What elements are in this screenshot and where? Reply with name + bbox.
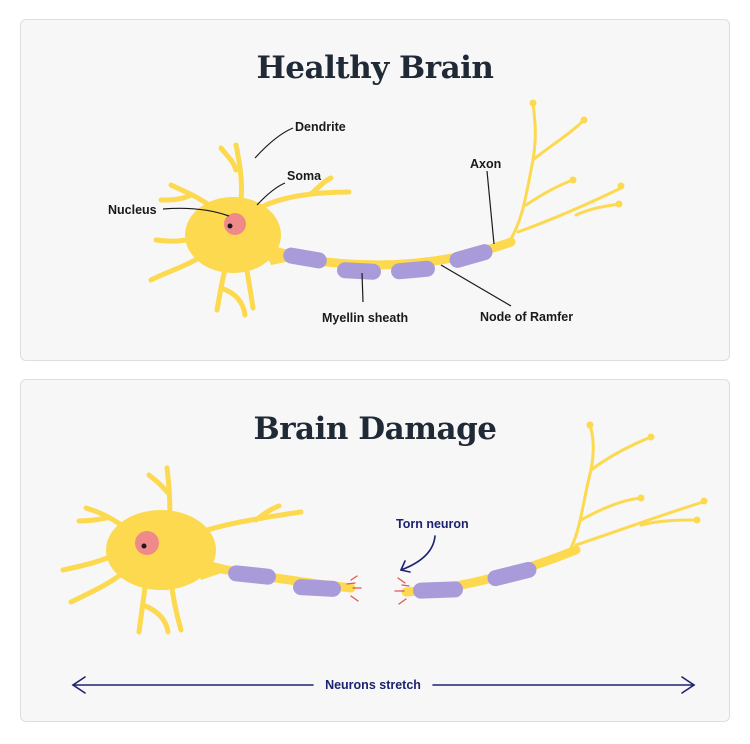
nucleus: [135, 531, 159, 555]
myelin-segment: [337, 262, 381, 280]
myelin-segment: [449, 244, 493, 268]
neuron-left-fragment: [60, 465, 362, 635]
tear-right: [394, 577, 410, 605]
myelin-segment: [391, 260, 435, 280]
healthy-brain-panel: Healthy Brain: [20, 19, 730, 361]
myelin-segment: [413, 581, 463, 599]
healthy-neuron-diagram: Dendrite Soma Nucleus Axon Myellin sheat…: [108, 99, 625, 325]
stretch-arrow: [71, 676, 696, 694]
axon-terminal-buttons: [529, 99, 625, 208]
tear-left: [346, 575, 362, 602]
label-dendrite: Dendrite: [295, 120, 346, 134]
label-torn-neuron: Torn neuron: [396, 517, 469, 531]
brain-damage-panel: Brain Damage: [20, 379, 730, 722]
soma-cell-body: [148, 142, 352, 318]
myelin-segment: [283, 247, 327, 269]
label-soma: Soma: [287, 169, 322, 183]
myelin-segment: [293, 579, 341, 597]
label-nucleus: Nucleus: [108, 203, 157, 217]
myelin-sheaths: [283, 244, 493, 280]
leader-lines: [162, 127, 512, 307]
myelin-segment: [487, 561, 537, 587]
axon-terminals: [507, 101, 623, 244]
myelin-segment: [228, 565, 276, 585]
label-myelin-sheath: Myellin sheath: [322, 311, 408, 325]
label-axon: Axon: [470, 157, 501, 171]
label-node-of-ramfer: Node of Ramfer: [480, 310, 573, 324]
panel-title-healthy: Healthy Brain: [256, 50, 494, 86]
panel-title-damage: Brain Damage: [253, 411, 497, 447]
damaged-neuron-diagram: Torn neuron Neurons stretch: [60, 421, 708, 694]
torn-neuron-arrow: [400, 535, 436, 573]
healthy-neuron: [148, 99, 625, 318]
nucleus: [224, 213, 246, 235]
neuron-right-fragment: [394, 421, 708, 605]
label-neurons-stretch: Neurons stretch: [325, 678, 421, 692]
